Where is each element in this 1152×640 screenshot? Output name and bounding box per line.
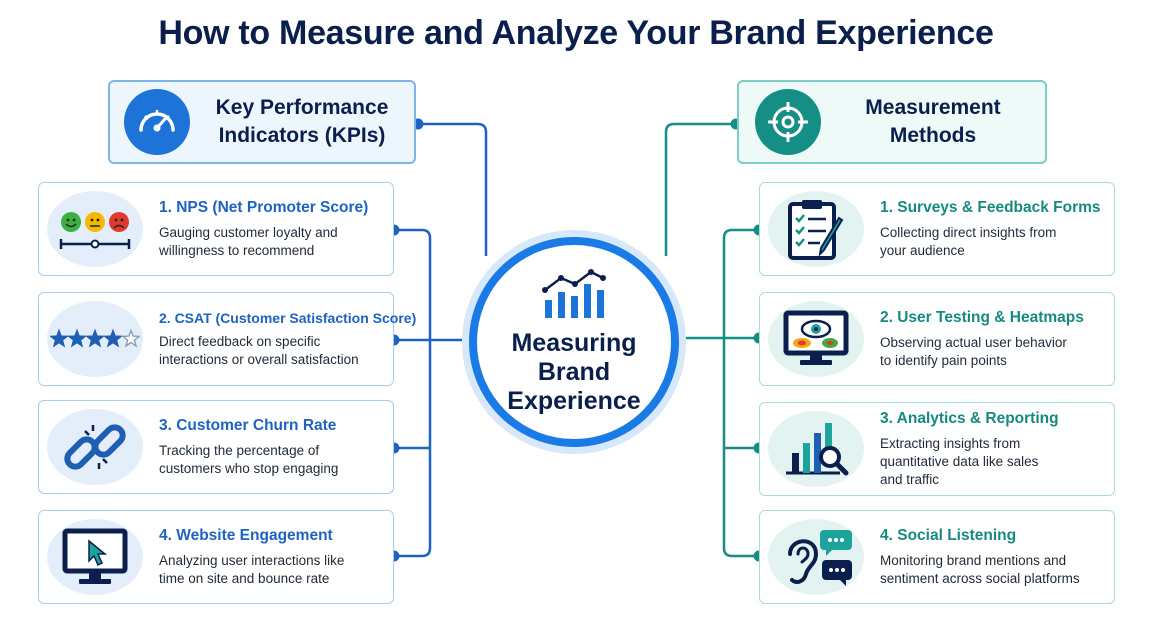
star-rating-icon xyxy=(47,301,143,377)
method-card-analytics: 3. Analytics & Reporting Extracting insi… xyxy=(759,402,1115,496)
center-ring: Measuring Brand Experience xyxy=(469,237,679,447)
star-empty xyxy=(120,328,140,348)
kpi-header-label: Key Performance Indicators (KPIs) xyxy=(215,96,389,147)
star-filled xyxy=(50,328,70,348)
smiley-scale-icon xyxy=(47,191,143,267)
connector-kpi-bus xyxy=(394,228,432,558)
method-card-title: 4. Social Listening xyxy=(880,526,1017,544)
method-card-desc: Monitoring brand mentions and sentiment … xyxy=(880,552,1080,586)
page-title: How to Measure and Analyze Your Brand Ex… xyxy=(158,14,994,52)
kpi-card-desc: Direct feedback on specific interactions… xyxy=(159,333,359,367)
kpi-card-title: 2. CSAT (Customer Satisfaction Score) xyxy=(159,309,417,326)
kpi-card-website: 4. Website Engagement Analyzing user int… xyxy=(38,510,394,604)
method-card-user-testing: 2. User Testing & Heatmaps Observing act… xyxy=(759,292,1115,386)
kpi-card-title: 4. Website Engagement xyxy=(159,526,333,544)
kpi-card-csat: 2. CSAT (Customer Satisfaction Score) Di… xyxy=(38,292,416,386)
kpi-card-churn: 3. Customer Churn Rate Tracking the perc… xyxy=(38,400,394,494)
heatmap-monitor-icon xyxy=(768,301,864,377)
method-card-title: 3. Analytics & Reporting xyxy=(880,409,1059,427)
kpi-card-desc: Gauging customer loyalty and willingness… xyxy=(159,224,338,258)
method-card-social: 4. Social Listening Monitoring brand men… xyxy=(759,510,1115,604)
kpi-header: Key Performance Indicators (KPIs) xyxy=(108,80,416,164)
methods-header-label: Measurement Methods xyxy=(865,96,1001,147)
kpi-card-title: 1. NPS (Net Promoter Score) xyxy=(159,198,369,216)
speedometer-icon xyxy=(124,89,190,155)
method-card-desc: Observing actual user behavior to identi… xyxy=(880,334,1067,368)
clipboard-checklist-icon xyxy=(768,191,864,267)
star-filled xyxy=(66,328,88,348)
center-label: Measuring Brand Experience xyxy=(507,329,641,415)
method-card-title: 2. User Testing & Heatmaps xyxy=(880,308,1084,326)
target-icon xyxy=(755,89,821,155)
kpi-card-desc: Analyzing user interactions like time on… xyxy=(159,552,345,586)
kpi-card-title: 3. Customer Churn Rate xyxy=(159,416,337,434)
method-card-title: 1. Surveys & Feedback Forms xyxy=(880,198,1101,216)
methods-header: Measurement Methods xyxy=(737,80,1047,164)
method-card-desc: Collecting direct insights from your aud… xyxy=(880,224,1057,258)
connector-methods-bus xyxy=(722,228,759,558)
kpi-card-nps: 1. NPS (Net Promoter Score) Gauging cust… xyxy=(38,182,394,276)
monitor-cursor-icon xyxy=(47,519,143,595)
star-filled xyxy=(102,328,124,348)
connector-methods-header xyxy=(664,122,736,256)
center-hub: Measuring Brand Experience xyxy=(462,230,686,454)
broken-chain-icon xyxy=(47,409,143,485)
connector-kpi-header xyxy=(418,122,488,256)
method-card-surveys: 1. Surveys & Feedback Forms Collecting d… xyxy=(759,182,1115,276)
kpi-card-desc: Tracking the percentage of customers who… xyxy=(159,442,339,476)
ear-speech-bubbles-icon xyxy=(768,519,864,595)
star-filled xyxy=(84,328,106,348)
bar-chart-trend-icon xyxy=(539,268,609,325)
chart-magnifier-icon xyxy=(768,411,864,487)
method-card-desc: Extracting insights from quantitative da… xyxy=(880,435,1039,487)
